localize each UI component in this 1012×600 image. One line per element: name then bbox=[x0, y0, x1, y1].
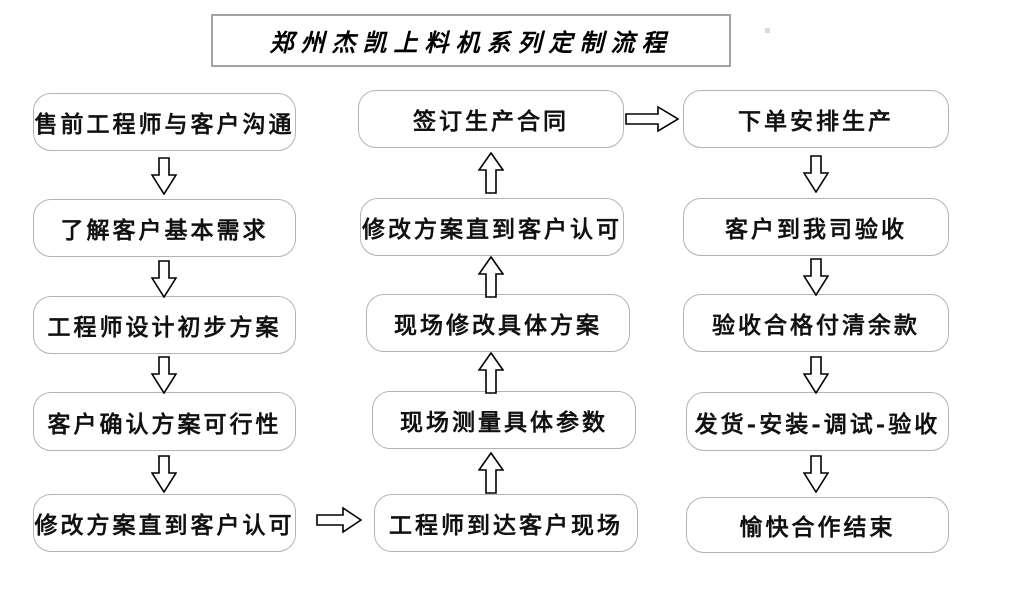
flow-box-right-2: 客户到我司验收 bbox=[683, 198, 949, 256]
flow-box-left-5: 修改方案直到客户认可 bbox=[33, 494, 296, 552]
arrow-up-icon bbox=[478, 452, 504, 494]
flow-box-left-1: 售前工程师与客户沟通 bbox=[33, 93, 296, 151]
arrow-down-icon bbox=[151, 356, 177, 394]
flow-box-middle-1: 签订生产合同 bbox=[358, 90, 624, 148]
flow-box-left-3: 工程师设计初步方案 bbox=[33, 296, 296, 354]
arrow-down-icon bbox=[151, 260, 177, 298]
stray-dot bbox=[765, 28, 770, 33]
arrow-up-icon bbox=[478, 352, 504, 394]
flow-box-right-1: 下单安排生产 bbox=[683, 90, 949, 148]
arrow-up-icon bbox=[478, 256, 504, 298]
flow-box-middle-2: 修改方案直到客户认可 bbox=[360, 198, 624, 256]
arrow-down-icon bbox=[803, 356, 829, 394]
flow-box-middle-4: 现场测量具体参数 bbox=[372, 391, 636, 449]
arrow-down-icon bbox=[151, 455, 177, 493]
flow-box-middle-3: 现场修改具体方案 bbox=[366, 294, 630, 352]
flow-box-right-3: 验收合格付清余款 bbox=[683, 294, 949, 352]
diagram-title: 郑州杰凯上料机系列定制流程 bbox=[211, 14, 731, 67]
flow-box-left-4: 客户确认方案可行性 bbox=[33, 392, 296, 451]
flow-box-left-2: 了解客户基本需求 bbox=[33, 199, 296, 257]
arrow-down-icon bbox=[803, 455, 829, 493]
arrow-right-icon bbox=[625, 105, 679, 133]
arrow-down-icon bbox=[803, 258, 829, 296]
flow-box-right-5: 愉快合作结束 bbox=[686, 497, 949, 553]
arrow-right-icon bbox=[316, 506, 362, 534]
arrow-down-icon bbox=[151, 157, 177, 195]
flow-box-right-4: 发货-安装-调试-验收 bbox=[686, 392, 949, 451]
arrow-up-icon bbox=[478, 152, 504, 194]
arrow-down-icon bbox=[803, 155, 829, 193]
flow-box-middle-5: 工程师到达客户现场 bbox=[374, 494, 638, 552]
